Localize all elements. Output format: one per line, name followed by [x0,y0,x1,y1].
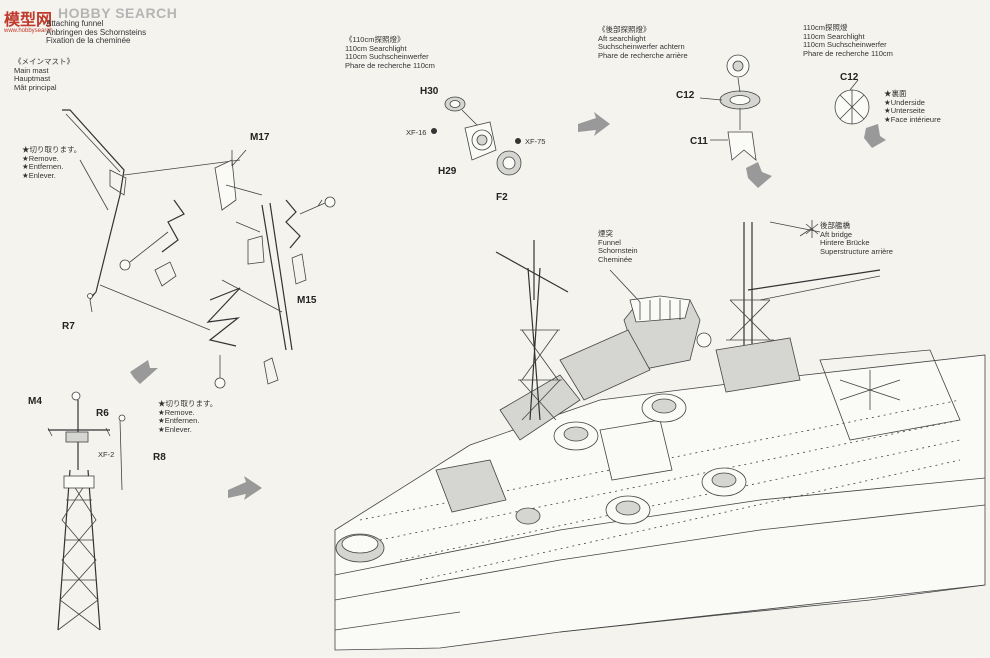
part-f2: F2 [496,192,508,203]
watermark-en: HOBBY SEARCH [58,5,178,21]
aft-searchlight-label: 《後部探照燈》 Aft searchlight Suchscheinwerfer… [598,25,688,60]
part-r7: R7 [62,321,75,332]
part-c12-a: C12 [676,90,695,101]
flow-arrow-3 [578,112,610,136]
paint-xf2: XF-2 [98,450,115,459]
paint-xf75: XF-75 [525,137,546,146]
main-mast-exploded [62,109,336,389]
remove-note-2: ★切り取ります。 ★Remove. ★Entfernen. ★Enlever. [158,399,218,434]
completed-mast [47,391,126,631]
aft-searchlight [699,54,870,161]
flow-arrow-1 [130,360,158,384]
paint-xf16: XF-16 [406,128,427,137]
searchlight-exploded [431,96,522,176]
part-r6: R6 [96,408,109,419]
part-r8: R8 [153,452,166,463]
remove-note-1: ★切り取ります。 ★Remove. ★Entfernen. ★Enlever. [22,145,82,180]
part-c11: C11 [690,136,708,147]
funnel-label: 煙突 Funnel Schornstein Cheminée [598,229,638,264]
hull-assembly [334,220,986,651]
funnel-note: Attaching funnel Anbringen des Schornste… [46,19,147,45]
flow-arrow-5 [864,124,886,148]
aft-bridge-label: 後部艦橋 Aft bridge Hintere Brücke Superstru… [820,221,893,256]
part-m4: M4 [28,396,42,407]
main-mast-label: 《メインマスト》 Main mast Hauptmast Mât princip… [14,57,74,92]
watermark-url: www.hobbysearch [4,28,53,34]
watermark-cn: 模型网 [4,10,53,29]
part-c12-b: C12 [840,72,859,83]
flow-arrow-4 [746,162,772,188]
part-m17: M17 [250,132,270,143]
searchlight-110-label: 《110cm探照燈》 110cm Searchlight 110cm Suchs… [345,35,435,70]
part-m15: M15 [297,295,317,306]
underside-label: ★裏面 ★Underside ★Unterseite ★Face intérie… [884,89,941,124]
part-h30: H30 [420,86,439,97]
flow-arrow-2 [228,476,262,500]
part-h29: H29 [438,166,457,177]
searchlight-110-right-label: 110cm探照燈 110cm Searchlight 110cm Suchsch… [803,23,893,58]
